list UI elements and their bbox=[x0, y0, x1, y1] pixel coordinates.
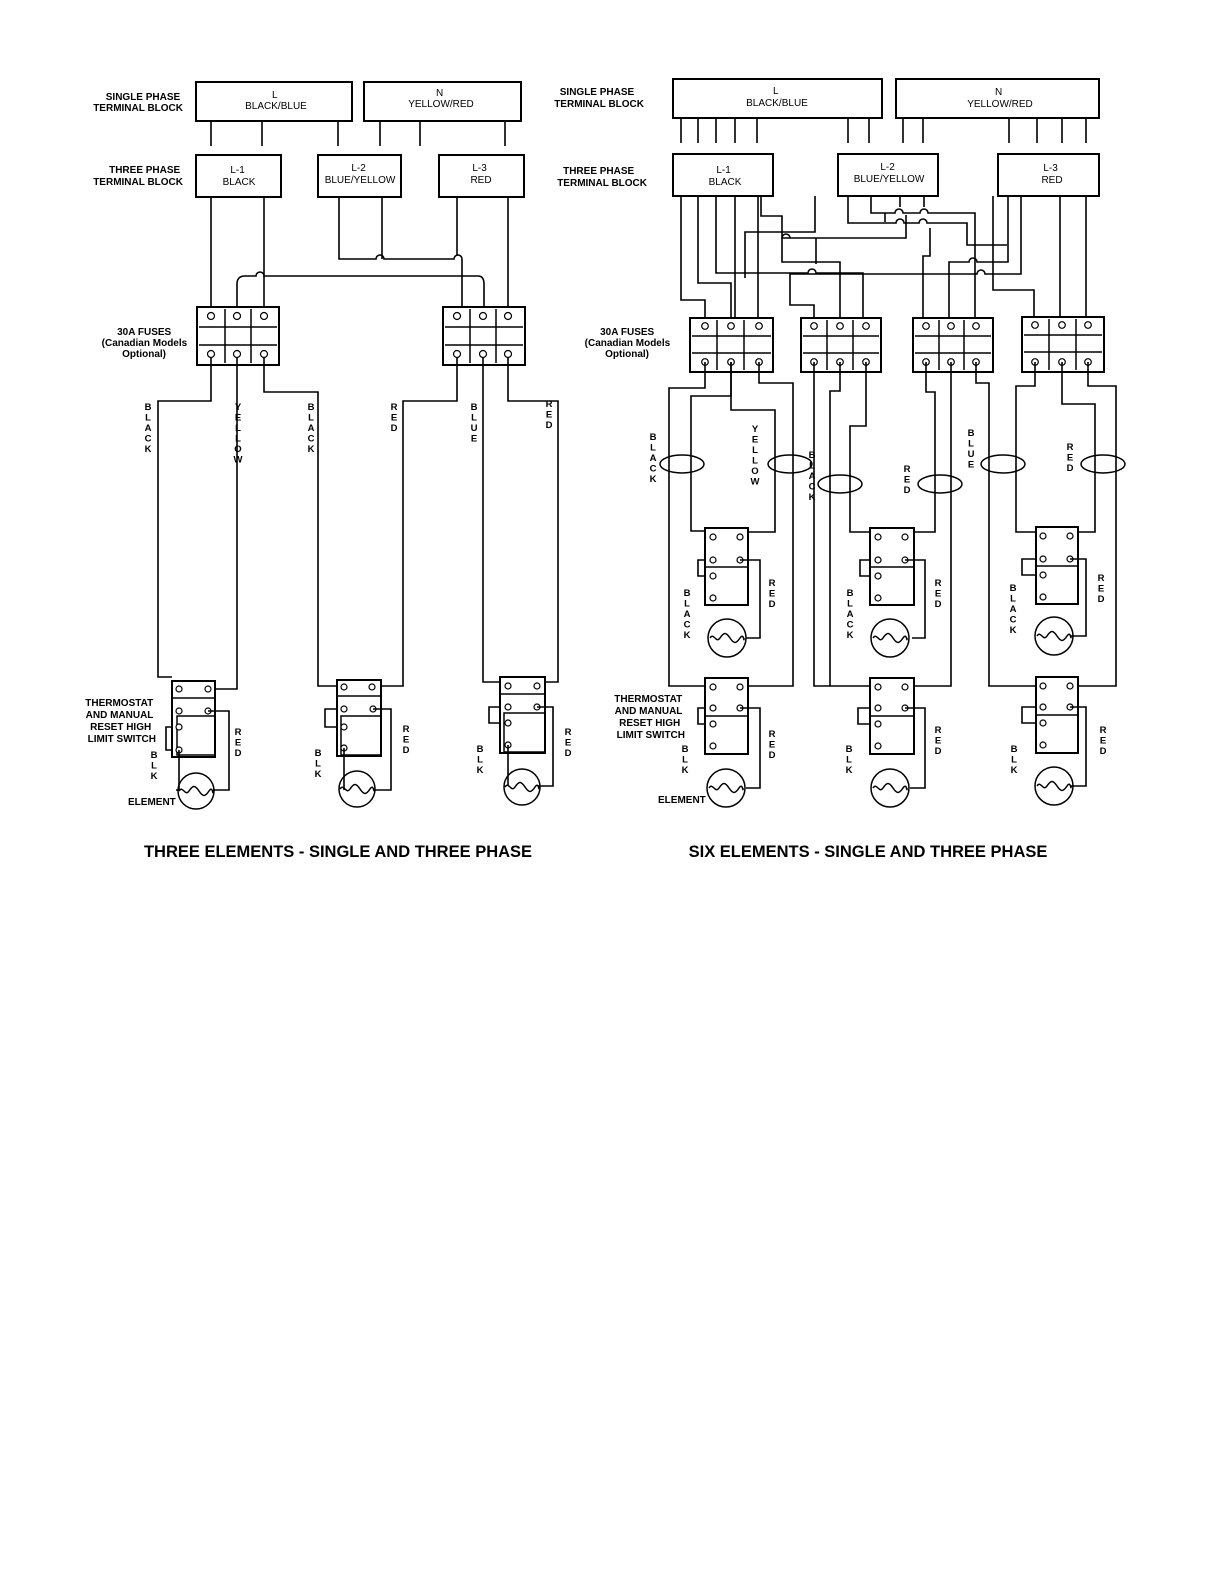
element-label: ELEMENT bbox=[128, 797, 176, 808]
single-phase-block-label-right: SINGLE PHASE TERMINAL BLOCK bbox=[554, 87, 645, 110]
fuse-block-1 bbox=[196, 306, 280, 366]
left-caption: THREE ELEMENTS - SINGLE AND THREE PHASE bbox=[144, 843, 532, 861]
terminal-block-l2-right-label: L-2 BLUE/YELLOW bbox=[854, 162, 925, 185]
thermostat-element-1 bbox=[165, 680, 230, 810]
single-phase-stubs-right bbox=[680, 118, 1087, 143]
terminal-block-l2-label: L-2 BLUE/YELLOW bbox=[325, 163, 396, 186]
fuse-block-2 bbox=[442, 306, 526, 366]
fuses-label-right: 30A FUSES (Canadian Models Optional) bbox=[585, 327, 673, 360]
upper-thermostat-2 bbox=[859, 527, 926, 658]
terminal-block-l3-right-label: L-3 RED bbox=[1041, 163, 1062, 186]
terminal-block-l1-label: L-1 BLACK bbox=[223, 165, 256, 188]
cable-ties bbox=[659, 454, 1126, 494]
terminal-block-l3-right bbox=[997, 153, 1100, 197]
terminal-block-l-right-label: L BLACK/BLUE bbox=[746, 86, 808, 109]
terminal-block-l bbox=[195, 81, 353, 122]
terminal-block-n-right bbox=[895, 78, 1100, 119]
terminal-block-l-label: L BLACK/BLUE bbox=[245, 90, 307, 112]
thermostat-element-3 bbox=[488, 676, 554, 806]
single-phase-stubs bbox=[210, 121, 506, 146]
three-phase-feeds bbox=[210, 197, 509, 314]
three-phase-feeds-right bbox=[680, 196, 1087, 320]
three-phase-block-label-right: THREE PHASE TERMINAL BLOCK bbox=[557, 166, 648, 189]
terminal-block-l1-right bbox=[672, 153, 774, 197]
fuse-block-r3 bbox=[912, 317, 994, 373]
fuse-block-r2 bbox=[800, 317, 882, 373]
lower-thermostat-3 bbox=[1021, 676, 1087, 806]
terminal-block-l1 bbox=[195, 154, 282, 198]
right-caption: SIX ELEMENTS - SINGLE AND THREE PHASE bbox=[689, 843, 1048, 861]
thermostat-label-right: THERMOSTAT AND MANUAL RESET HIGH LIMIT S… bbox=[614, 694, 685, 741]
terminal-block-n bbox=[363, 81, 522, 122]
thermostat-label: THERMOSTAT AND MANUAL RESET HIGH LIMIT S… bbox=[85, 698, 156, 745]
single-phase-block-label: SINGLE PHASE TERMINAL BLOCK bbox=[93, 92, 184, 114]
terminal-block-l2 bbox=[317, 154, 402, 198]
terminal-block-l3 bbox=[438, 154, 525, 198]
lower-thermostat-2 bbox=[857, 677, 926, 808]
thermostat-element-2 bbox=[324, 679, 392, 808]
element-label-right: ELEMENT bbox=[658, 795, 706, 806]
six-element-diagram: SINGLE PHASE TERMINAL BLOCK THREE PHASE … bbox=[554, 78, 1126, 861]
upper-thermostat-3 bbox=[1021, 526, 1087, 656]
lower-thermostat-1 bbox=[697, 677, 761, 808]
terminal-block-n-right-label: N YELLOW/RED bbox=[967, 87, 1033, 110]
fuses-label: 30A FUSES (Canadian Models Optional) bbox=[102, 327, 190, 360]
terminal-block-l2-right bbox=[837, 153, 939, 197]
element-wiring-right bbox=[668, 362, 1117, 687]
terminal-block-l3-label: L-3 RED bbox=[470, 163, 491, 186]
terminal-block-l1-right-label: L-1 BLACK bbox=[709, 165, 742, 188]
terminal-block-n-label: N YELLOW/RED bbox=[408, 88, 474, 110]
upper-thermostat-1 bbox=[697, 527, 761, 658]
three-element-diagram: SINGLE PHASE TERMINAL BLOCK THREE PHASE … bbox=[85, 81, 572, 861]
three-phase-block-label: THREE PHASE TERMINAL BLOCK bbox=[93, 165, 184, 188]
terminal-block-l-right bbox=[672, 78, 883, 119]
element-wiring bbox=[157, 357, 559, 690]
